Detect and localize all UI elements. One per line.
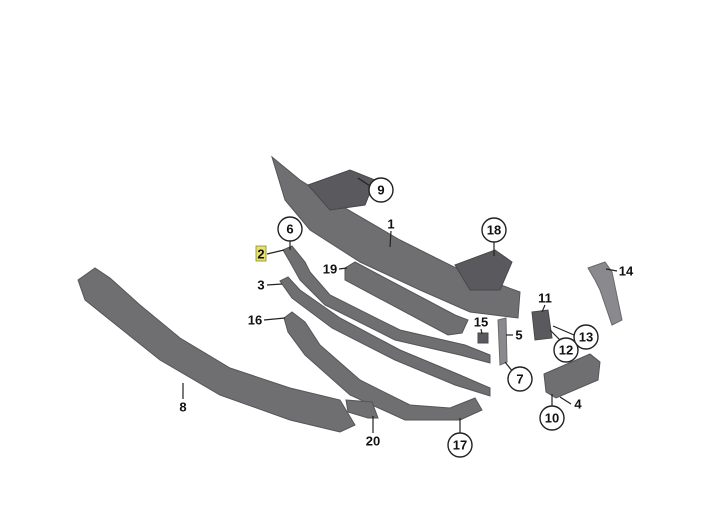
label-1[interactable]: 1 <box>387 217 394 232</box>
part-19-absorber[interactable] <box>344 261 469 336</box>
label-10[interactable]: 10 <box>545 411 559 426</box>
part-11-bracket[interactable] <box>531 309 553 341</box>
part-14-bracket[interactable] <box>587 261 623 326</box>
label-20[interactable]: 20 <box>366 434 380 449</box>
label-15[interactable]: 15 <box>474 315 488 330</box>
part-4-block[interactable] <box>543 353 601 399</box>
label-8[interactable]: 8 <box>179 400 186 415</box>
callout-circles <box>277 177 599 458</box>
part-3-strut[interactable] <box>279 276 491 397</box>
leader-lines <box>182 177 618 433</box>
label-4[interactable]: 4 <box>574 397 582 412</box>
part-8-grille-carrier[interactable] <box>77 267 356 433</box>
label-12[interactable]: 12 <box>559 343 573 358</box>
highlight-box <box>255 245 267 262</box>
label-3[interactable]: 3 <box>257 278 264 293</box>
label-16[interactable]: 16 <box>248 313 262 328</box>
label-2-highlighted[interactable]: 2 <box>257 247 264 262</box>
label-5[interactable]: 5 <box>515 328 522 343</box>
label-18[interactable]: 18 <box>487 223 501 238</box>
label-6[interactable]: 6 <box>286 222 293 237</box>
label-19[interactable]: 19 <box>323 262 337 277</box>
label-9[interactable]: 9 <box>377 183 384 198</box>
label-11[interactable]: 11 <box>538 291 552 306</box>
part-16-strut[interactable] <box>283 311 483 421</box>
part-1-bumper-carrier[interactable] <box>271 155 521 319</box>
label-7[interactable]: 7 <box>516 372 523 387</box>
label-14[interactable]: 14 <box>619 264 634 279</box>
part-2-strut[interactable] <box>282 245 491 364</box>
label-13[interactable]: 13 <box>579 330 593 345</box>
part-15-clip[interactable] <box>477 332 489 344</box>
label-17[interactable]: 17 <box>453 438 467 453</box>
part-5-bracket[interactable] <box>497 317 508 366</box>
